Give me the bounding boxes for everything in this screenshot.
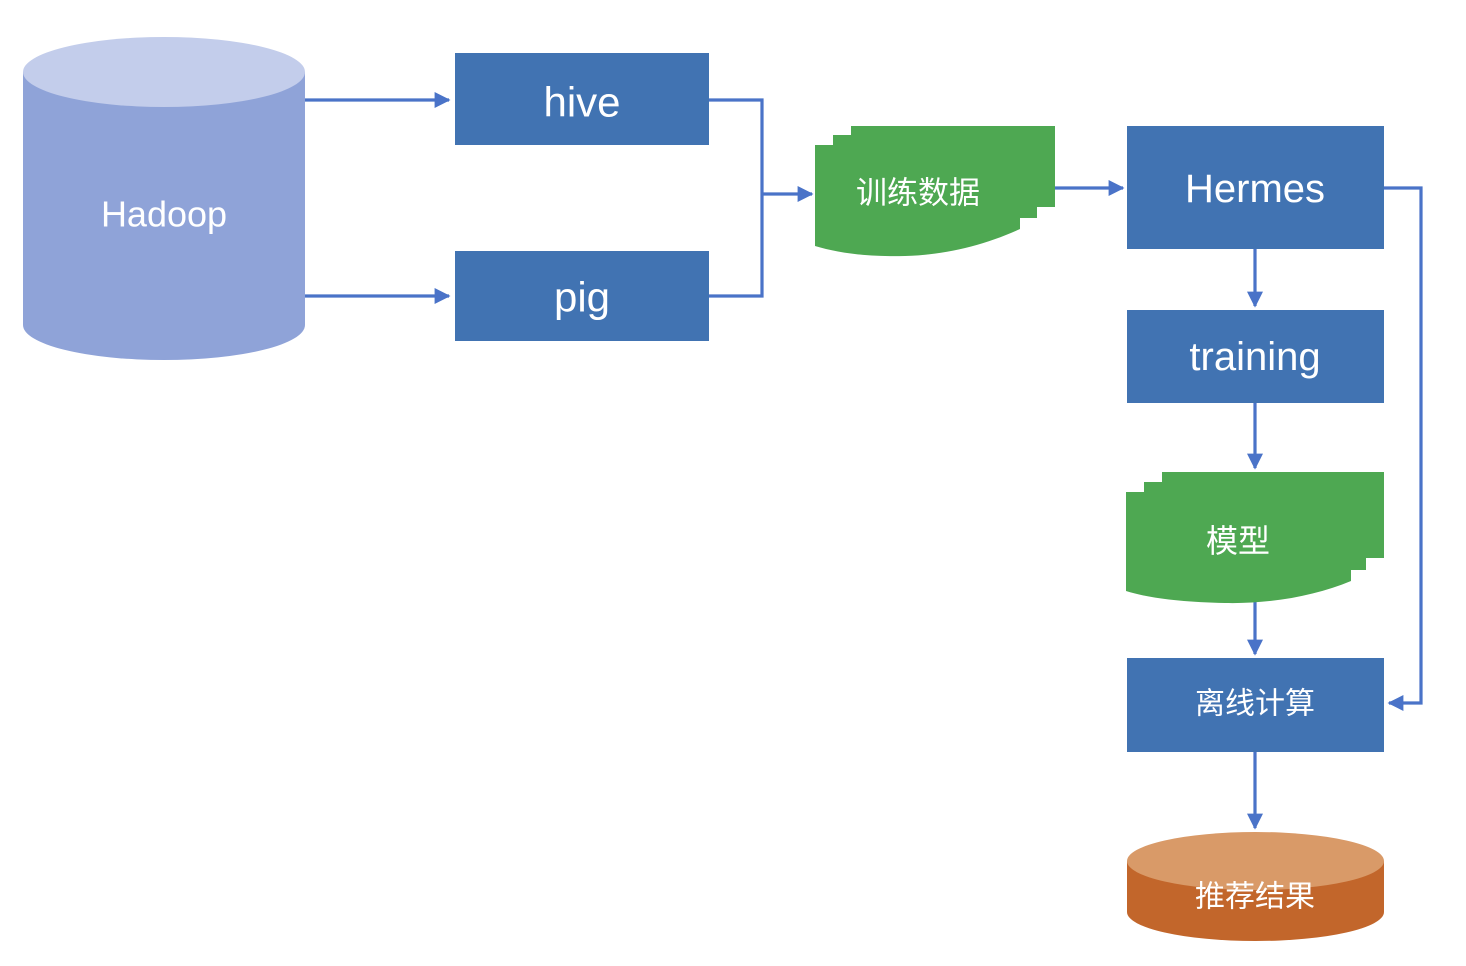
hermes-label: Hermes	[1185, 167, 1325, 211]
recommend-result-cylinder-top	[1127, 832, 1384, 890]
pig-label: pig	[554, 274, 610, 321]
node-model: 模型	[1126, 472, 1384, 604]
training-label: training	[1189, 335, 1320, 379]
edge-hive-pig-merge-bracket	[709, 98, 764, 298]
node-training-data: 训练数据	[815, 126, 1055, 257]
node-pig: pig	[455, 251, 709, 341]
hive-box	[455, 53, 709, 145]
model-label: 模型	[1206, 523, 1270, 559]
training-box	[1127, 310, 1384, 403]
node-hadoop: Hadoop	[23, 37, 305, 360]
hadoop-cylinder-top	[23, 37, 305, 107]
node-offline-compute: 离线计算	[1127, 658, 1384, 752]
node-training: training	[1127, 310, 1384, 403]
hermes-box	[1127, 126, 1384, 249]
node-hermes: Hermes	[1127, 126, 1384, 249]
offline-compute-box	[1127, 658, 1384, 752]
training-data-document-shape	[815, 126, 1055, 257]
hive-label: hive	[543, 79, 620, 126]
node-recommend-result: 推荐结果	[1127, 832, 1384, 941]
hadoop-label: Hadoop	[101, 194, 227, 235]
offline-compute-label: 离线计算	[1195, 688, 1315, 721]
edge-hermes-offline-compute	[1384, 186, 1423, 711]
hadoop-cylinder-body	[23, 72, 305, 360]
recommend-result-label: 推荐结果	[1195, 881, 1315, 914]
model-document-shape	[1126, 472, 1384, 604]
node-hive: hive	[455, 53, 709, 145]
pig-box	[455, 251, 709, 341]
training-data-label: 训练数据	[856, 176, 980, 211]
